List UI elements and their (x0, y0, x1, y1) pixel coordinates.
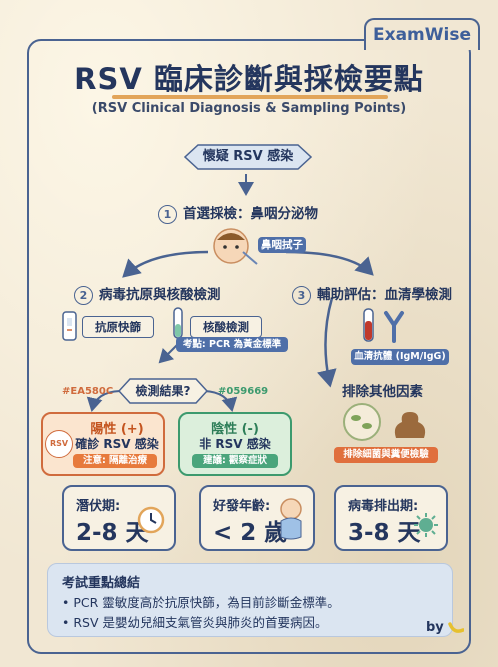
antibody-label: 血清抗體 (IgM/IgG) (351, 349, 449, 365)
positive-result-card: RSV 陽性 (+) 確診 RSV 感染 注意: 隔離治療 (41, 412, 165, 476)
byline-text: by (426, 620, 444, 635)
baby-icon (280, 498, 302, 540)
virus-icon (414, 513, 438, 537)
shedding-label: 病毒排出期: (348, 499, 419, 514)
step3-heading: 3 輔助評估：血清學檢測 (292, 283, 452, 305)
page-frame (27, 39, 471, 654)
start-node-shape (184, 144, 312, 170)
negative-note: 建議: 觀察症狀 (192, 454, 278, 468)
summary-title: 考試重點總結 (62, 576, 141, 591)
result-node: 檢測結果? (118, 378, 208, 404)
brand-label: ExamWise (364, 18, 480, 50)
banana-icon (448, 621, 466, 633)
nat-note: 考點: PCR 為黃金標準 (176, 337, 288, 352)
negative-title: 陰性 (-) (211, 422, 259, 437)
age-value: < 2 歲 (213, 520, 288, 546)
step2-label: 病毒抗原與核酸檢測 (99, 287, 221, 303)
positive-color-code: #EA580C (62, 386, 114, 397)
rapid-test-label: 抗原快篩 (82, 316, 154, 338)
step3-label: 輔助評估：血清學檢測 (317, 287, 452, 303)
age-card: 好發年齡: < 2 歲 (199, 485, 315, 551)
title-underline (112, 95, 388, 99)
exclude-note: 排除細菌與糞便檢驗 (334, 447, 438, 463)
exclude-heading: 排除其他因素 (342, 384, 423, 400)
start-node: 懷疑 RSV 感染 (184, 144, 312, 170)
clock-icon (137, 506, 165, 534)
positive-note: 注意: 隔離治療 (73, 454, 157, 468)
start-node-label: 懷疑 RSV 感染 (202, 149, 294, 164)
positive-subtitle: 確診 RSV 感染 (75, 437, 159, 451)
step3-number: 3 (292, 285, 311, 305)
rsv-virus-icon: RSV (45, 430, 73, 458)
step2-number: 2 (74, 285, 93, 305)
bacteria-stool-icon (343, 403, 426, 441)
page-title: RSV 臨床診斷與採檢要點 (74, 62, 424, 96)
incubation-value: 2-8 天 (76, 520, 149, 546)
result-node-shape (118, 378, 208, 404)
swab-tag: 鼻咽拭子 (258, 237, 306, 253)
summary-box: 考試重點總結 • PCR 靈敏度高於抗原快篩，為目前診斷金標準。 • RSV 是… (47, 563, 453, 637)
page-subtitle: (RSV Clinical Diagnosis & Sampling Point… (91, 101, 407, 116)
shedding-value: 3-8 天 (348, 520, 421, 546)
blood-antibody-icon (363, 308, 404, 343)
nat-test-label: 核酸檢測 (190, 316, 262, 338)
step1-label: 首選採檢：鼻咽分泌物 (183, 206, 318, 222)
result-node-label: 檢測結果? (135, 384, 191, 398)
byline: by (426, 620, 466, 635)
step1-heading: 1 首選採檢：鼻咽分泌物 (158, 202, 318, 224)
shedding-card: 病毒排出期: 3-8 天 (334, 485, 448, 551)
incubation-label: 潛伏期: (76, 499, 121, 514)
step1-number: 1 (158, 204, 177, 224)
summary-point-1: • PCR 靈敏度高於抗原快篩，為目前診斷金標準。 (62, 595, 340, 610)
step2-heading: 2 病毒抗原與核酸檢測 (74, 283, 221, 305)
test-tube-icon (173, 307, 183, 339)
summary-point-2: • RSV 是嬰幼兒細支氣管炎與肺炎的首要病因。 (62, 615, 328, 630)
test-cassette-icon (62, 311, 77, 341)
negative-color-code: #059669 (218, 386, 269, 397)
negative-result-card: 陰性 (-) 非 RSV 感染 建議: 觀察症狀 (178, 412, 292, 476)
incubation-card: 潛伏期: 2-8 天 (62, 485, 176, 551)
negative-subtitle: 非 RSV 感染 (199, 437, 271, 451)
positive-title: 陽性 (+) (90, 422, 144, 437)
age-label: 好發年齡: (213, 499, 271, 514)
child-swab-icon (213, 228, 258, 265)
